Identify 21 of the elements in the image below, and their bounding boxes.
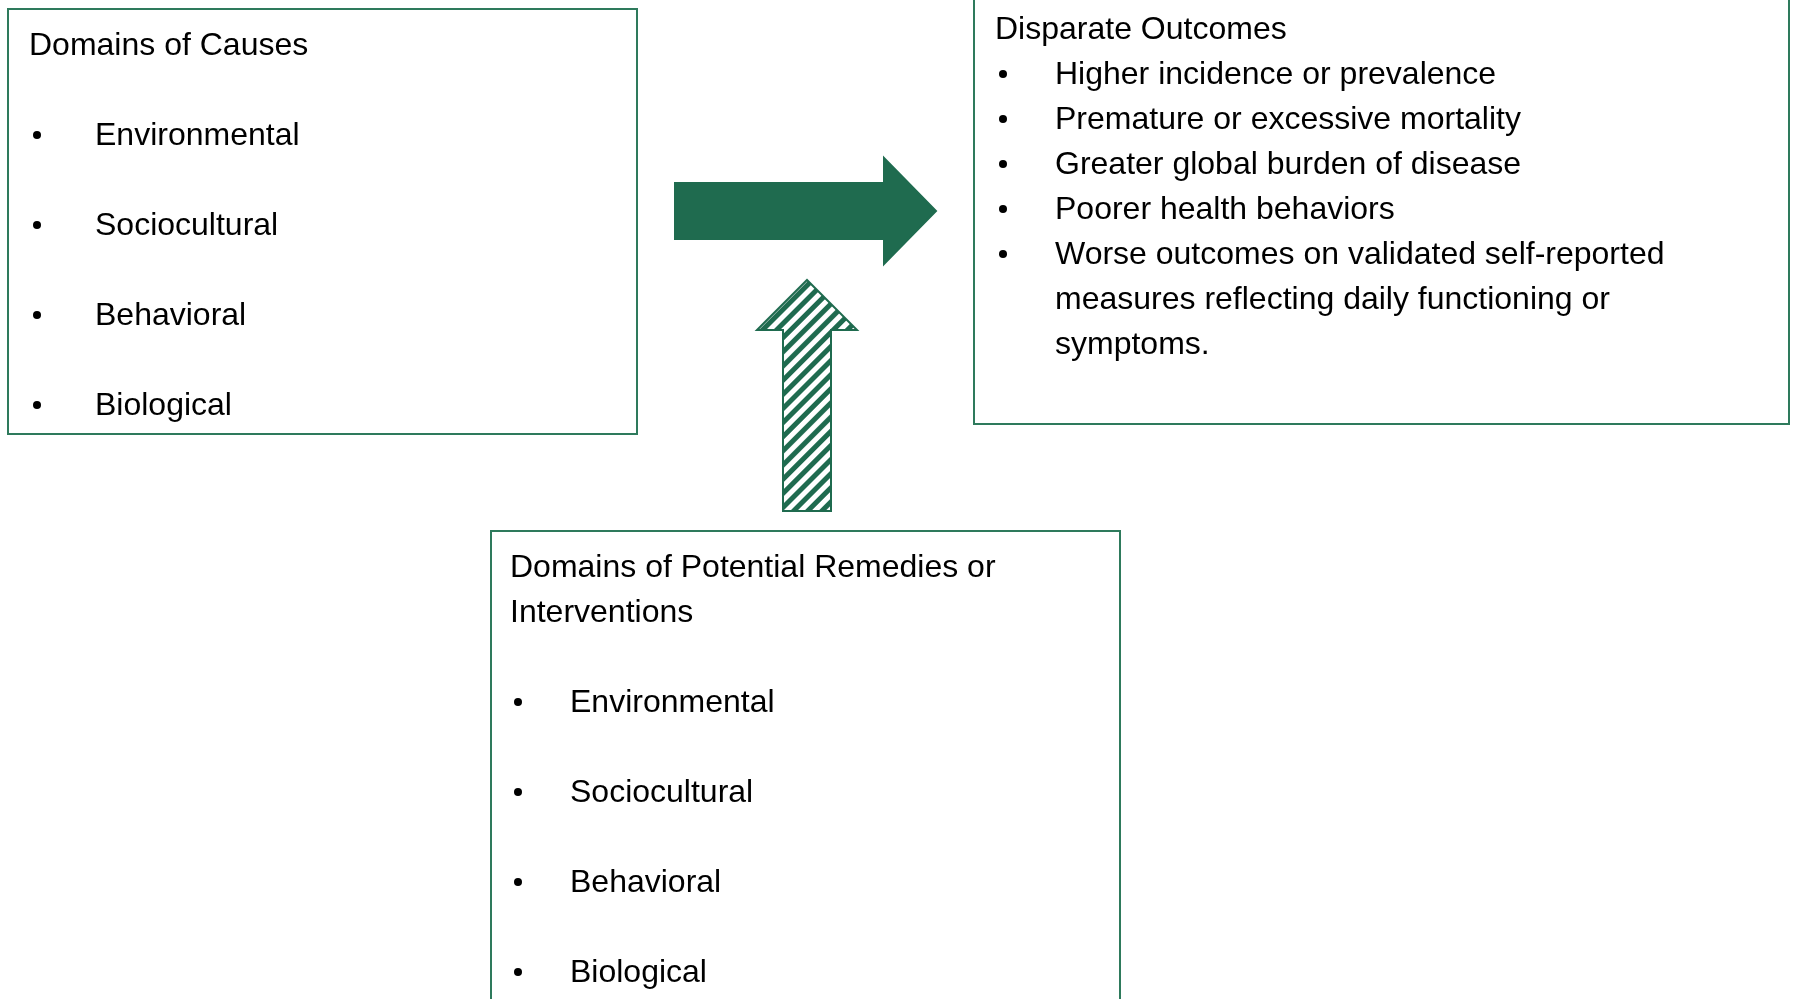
block-arrow — [754, 278, 860, 512]
list-item: Environmental — [570, 683, 775, 719]
list-item: Greater global burden of disease — [1055, 145, 1522, 181]
list-item: Poorer health behaviors — [1055, 190, 1395, 226]
list-item: Environmental — [95, 116, 300, 152]
list-item: Behavioral — [570, 863, 722, 899]
list-item: Higher incidence or prevalence — [1055, 55, 1497, 91]
text-box — [490, 530, 1121, 999]
list-item: Sociocultural — [570, 773, 754, 809]
list-item: Behavioral — [95, 296, 247, 332]
list-item: Worse outcomes on validated self-reported measures reflecting daily functioning or symptoms. — [1055, 235, 1665, 361]
block-arrow — [674, 155, 938, 267]
list-item: Sociocultural — [95, 206, 279, 242]
box-heading: Domains of Causes — [29, 25, 310, 64]
box-heading: Disparate Outcomes — [995, 9, 1288, 48]
box-heading: Domains of Potential Remedies or Interventions — [510, 547, 997, 631]
text-box — [7, 8, 638, 435]
list-item: Premature or excessive mortality — [1055, 100, 1521, 136]
list-item: Biological — [95, 386, 232, 422]
list-item: Biological — [570, 953, 707, 989]
text-box — [973, 0, 1790, 425]
